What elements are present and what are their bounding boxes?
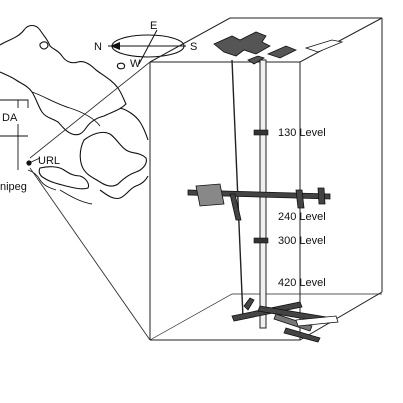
drift-240-branch xyxy=(229,193,242,221)
drift-240-left xyxy=(195,183,225,207)
compass-north-arrow-icon xyxy=(110,42,120,50)
level-label-240: 240 Level xyxy=(278,211,326,223)
block-outline xyxy=(149,17,383,341)
regional-map xyxy=(0,24,149,205)
drift-420-f xyxy=(243,297,255,311)
compass-rose xyxy=(108,29,186,65)
url-site-marker xyxy=(26,157,41,166)
level-label-130: 130 Level xyxy=(278,127,326,139)
level-label-420: 420 Level xyxy=(278,277,326,289)
block-top-face xyxy=(149,17,383,63)
compass-east-label: E xyxy=(150,20,157,32)
workings-420 xyxy=(231,297,339,343)
compass-south-label: S xyxy=(190,41,197,53)
lake-superior-outline xyxy=(38,166,90,190)
callout-line-top xyxy=(29,61,151,159)
island-1 xyxy=(39,41,49,50)
workings-240 xyxy=(187,183,331,221)
drift-240-right xyxy=(295,189,305,209)
coastline-east xyxy=(119,107,149,141)
surface-building-main xyxy=(213,31,271,57)
level-markers xyxy=(253,129,269,244)
border-line-6 xyxy=(59,189,93,205)
compass-ew-axis xyxy=(138,29,158,65)
hudson-bay-outline xyxy=(0,24,127,136)
great-lakes-outline xyxy=(79,131,147,187)
border-line-2 xyxy=(0,99,29,108)
surface-facilities xyxy=(213,31,344,65)
block-bottom-back xyxy=(149,293,382,341)
compass-north-label: N xyxy=(94,41,102,53)
vent-raise xyxy=(231,59,244,319)
level-label-300: 300 Level xyxy=(278,235,326,247)
url-leader xyxy=(28,157,41,164)
callout-line-bottom xyxy=(29,167,151,341)
island-2 xyxy=(116,62,126,70)
border-line-5 xyxy=(27,169,57,191)
winnipeg-label: nipeg xyxy=(0,181,27,193)
canada-label: DA xyxy=(2,112,18,124)
drift-420-e xyxy=(283,327,321,343)
drift-240-main xyxy=(187,189,331,200)
surface-building-right xyxy=(266,45,297,59)
url-label: URL xyxy=(38,155,60,167)
st-lawrence-outline xyxy=(99,175,149,200)
block-bottom-front xyxy=(150,291,383,341)
surface-building-small xyxy=(247,55,265,65)
callout-lines xyxy=(29,61,151,341)
canada-label-bg xyxy=(0,108,22,124)
drift-420-d xyxy=(295,315,339,327)
surface-pad xyxy=(304,39,344,53)
level-130-station xyxy=(253,129,269,136)
level-300-station xyxy=(253,237,269,244)
compass-west-label: W xyxy=(130,58,141,70)
drift-240-end xyxy=(317,187,326,205)
border-line-1 xyxy=(31,91,101,127)
